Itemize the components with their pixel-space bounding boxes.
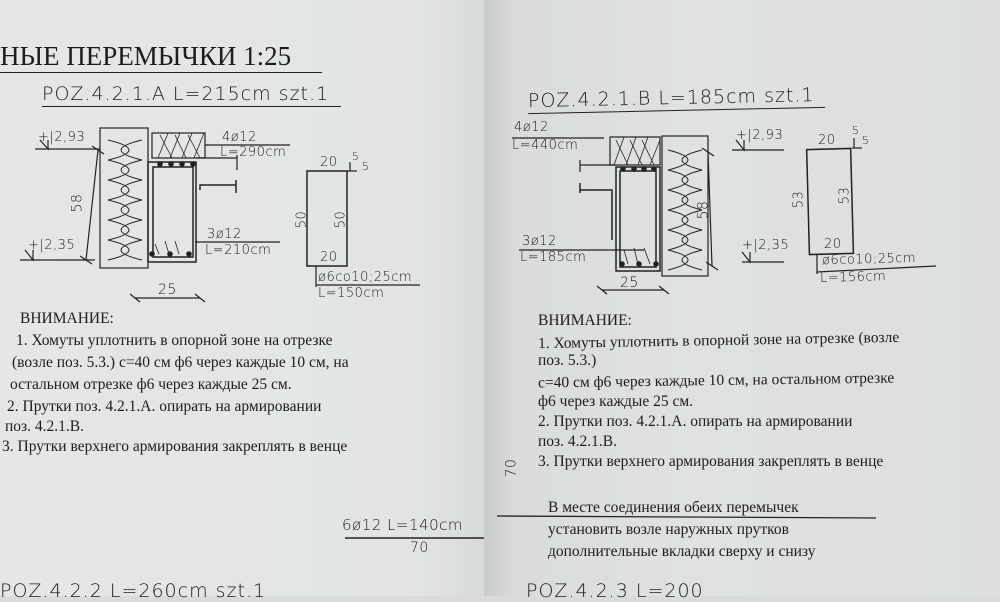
bottom-bars-length-b: L=185cm [520, 250, 587, 265]
left-page: НЫЕ ПЕРЕМЫЧКИ 1:25 POZ.4.2.1.A L=215cm s… [0, 0, 498, 602]
corner-bar-horizontal-dim: 70 [410, 540, 429, 556]
notes-heading-b: ВНИМАНИЕ: [538, 312, 632, 329]
note-line: 3. Прутки верхнего армирования закреплят… [538, 453, 884, 470]
top-bars-length-b: L=440cm [512, 138, 579, 153]
joint-leader-line [496, 515, 877, 519]
note-line: поз. 4.2.1.В. [5, 418, 85, 435]
joint-note-line: установить возле наружных прутков [548, 521, 789, 538]
next-position-title-cut-b: POZ.4.2.3 L=200 [526, 580, 704, 602]
stirrup-hook2-b: 5 [862, 134, 870, 147]
corner-bar-vertical-dim: 70 [503, 458, 520, 478]
note-line: поз. 5.3.) [538, 352, 597, 369]
position-title-a: POZ.4.2.1.A L=215cm szt.1 [42, 82, 342, 107]
width-dim-b: 25 [620, 275, 639, 291]
corner-bar-label: 6ø12 L=140cm [342, 516, 463, 534]
stirrup-bottom-b: 20 [824, 237, 842, 252]
note-line: 1. Хомуты уплотнить в опорной зоне на от… [16, 332, 333, 349]
stirrup-hook2-a: 5 [362, 160, 370, 173]
right-page: POZ.4.2.1.B L=185cm szt.1 [484, 0, 1000, 602]
note-line: 3. Прутки верхнего армирования закреплят… [2, 438, 348, 455]
stirrup-top-b: 20 [818, 133, 836, 148]
bottom-bars-length-a: L=210cm [205, 243, 272, 258]
level-top-a: +|2,93 [38, 130, 86, 145]
lintel-section-drawing-a [20, 127, 420, 303]
level-bottom-b: +|2,35 [742, 238, 790, 253]
stirrup-hook1-a: 5 [352, 150, 360, 163]
stirrup-spec-a: ø6co10;25cm [318, 270, 413, 285]
note-line: остальном отрезке ф6 через каждые 25 см. [10, 376, 292, 393]
top-bars-length-a: L=290cm [220, 145, 287, 160]
stirrup-length-a: L=150cm [318, 286, 385, 301]
bottom-bars-b: 3ø12 [522, 234, 557, 249]
stirrup-hook1-b: 5 [852, 124, 860, 137]
joint-note-line: В месте соединения обеих перемычек [548, 499, 799, 516]
joint-note-line: дополнительные вкладки сверху и снизу [548, 543, 816, 560]
next-position-title-cut: POZ.4.2.2 L=260cm szt.1 [0, 580, 267, 602]
level-top-b: +|2,93 [736, 128, 784, 143]
corner-bar-drawing [345, 395, 498, 539]
top-bars-a: 4ø12 [222, 130, 257, 145]
note-line: 2. Прутки поз. 4.2.1.А. опирать на армир… [7, 398, 322, 415]
stirrup-top-a: 20 [320, 155, 338, 170]
note-line: поз. 4.2.1.В. [538, 433, 618, 450]
section-title: НЫЕ ПЕРЕМЫЧКИ 1:25 [0, 40, 322, 73]
note-line: (возле поз. 5.3.) с=40 см ф6 через кажды… [12, 354, 349, 371]
bottom-bars-a: 3ø12 [207, 227, 242, 242]
note-line: 2. Прутки поз. 4.2.1.А. опирать на армир… [538, 413, 853, 430]
note-line: ф6 через каждые 25 см. [538, 393, 694, 410]
notes-heading-a: ВНИМАНИЕ: [20, 310, 114, 327]
lintel-section-drawing-b [512, 135, 937, 295]
level-bottom-a: +|2,35 [28, 238, 76, 253]
top-bars-b: 4ø12 [514, 120, 549, 135]
width-dim-a: 25 [158, 282, 177, 298]
stirrup-bottom-a: 20 [320, 250, 338, 265]
